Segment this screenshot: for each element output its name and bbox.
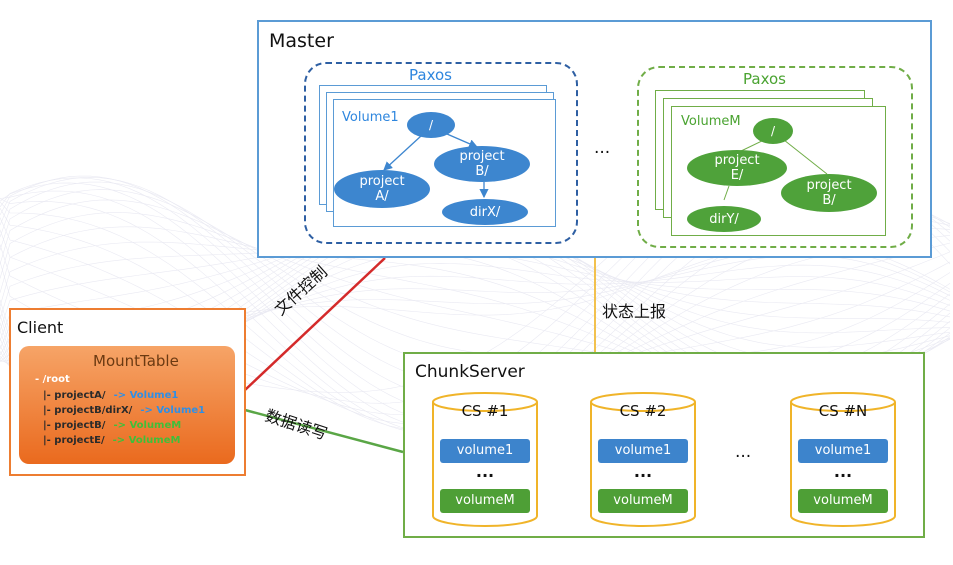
master-title: Master <box>269 30 334 52</box>
chunkserver-cylinder: CS #1 volume1... volumeM <box>431 392 539 528</box>
paxos-label-right: Paxos <box>743 70 786 88</box>
volume1-block: volume1 <box>798 439 888 463</box>
volumem-tree-edges <box>723 139 828 201</box>
cs-name: CS #2 <box>619 402 667 420</box>
mount-table-row: |- projectA/ -> Volume1 <box>43 388 205 403</box>
cs-name: CS #N <box>818 402 868 420</box>
volume1-block: volume1 <box>598 439 688 463</box>
cs-name: CS #1 <box>461 402 509 420</box>
mount-target: -> Volume1 <box>140 405 206 416</box>
chunkserver-cylinder: CS #N volume1... volumeM <box>789 392 897 528</box>
cs-dots: ... <box>475 462 495 481</box>
mount-target: -> VolumeM <box>113 420 182 431</box>
mount-path: |- projectB/dirX/ <box>43 405 133 416</box>
mount-path: |- projectE/ <box>43 435 105 446</box>
node-dirx: dirX/ <box>442 199 528 225</box>
volumem-label: VolumeM <box>681 114 741 129</box>
mount-table-row: |- projectB/ -> VolumeM <box>43 418 205 433</box>
chunkserver-ellipsis: ... <box>735 442 752 462</box>
mount-table-title: MountTable <box>93 352 179 370</box>
mount-path: |- projectB/ <box>43 420 106 431</box>
paxos-group-left <box>304 62 578 244</box>
mount-target: -> Volume1 <box>113 390 179 401</box>
cs-dots: ... <box>833 462 853 481</box>
mount-path: |- projectA/ <box>43 390 106 401</box>
client-panel: Client MountTable - /root |- projectA/ ->… <box>9 308 246 476</box>
node-project-e: project E/ <box>687 150 787 186</box>
volumem-block: volumeM <box>440 489 530 513</box>
volume1-tree-edges <box>383 133 489 199</box>
node-project-b-volume1: project B/ <box>434 146 530 182</box>
mount-table-root: - /root <box>35 374 70 385</box>
node-root-volume1: / <box>407 112 455 138</box>
volumem-block: volumeM <box>598 489 688 513</box>
chunkserver-title: ChunkServer <box>415 362 525 382</box>
client-title: Client <box>17 318 64 337</box>
file-control-line <box>244 257 386 391</box>
status-report-label: 状态上报 <box>602 302 667 321</box>
mount-table-row: |- projectB/dirX/ -> Volume1 <box>43 403 205 418</box>
mount-table-row: |- projectE/ -> VolumeM <box>43 433 205 448</box>
volume1-block: volume1 <box>440 439 530 463</box>
data-rw-line <box>244 408 404 454</box>
mount-table-rows: |- projectA/-> Volume1|- projectB/dirX/-… <box>43 388 205 448</box>
node-root-volumem: / <box>753 118 793 144</box>
volume1-label: Volume1 <box>342 110 399 125</box>
paxos-label-left: Paxos <box>409 66 452 84</box>
cs-dots: ... <box>633 462 653 481</box>
paxos-group-right <box>637 66 913 248</box>
node-diry: dirY/ <box>687 206 761 232</box>
chunkserver-cylinder: CS #2 volume1... volumeM <box>589 392 697 528</box>
mount-table: MountTable - /root |- projectA/ -> Volume… <box>19 346 235 464</box>
master-panel: Master Paxos Volume1 / project A/ projec… <box>257 20 932 258</box>
volumem-block: volumeM <box>798 489 888 513</box>
master-ellipsis: ... <box>594 138 611 158</box>
mount-target: -> VolumeM <box>112 435 181 446</box>
node-project-a: project A/ <box>334 170 430 208</box>
node-project-b-volumem: project B/ <box>781 174 877 212</box>
